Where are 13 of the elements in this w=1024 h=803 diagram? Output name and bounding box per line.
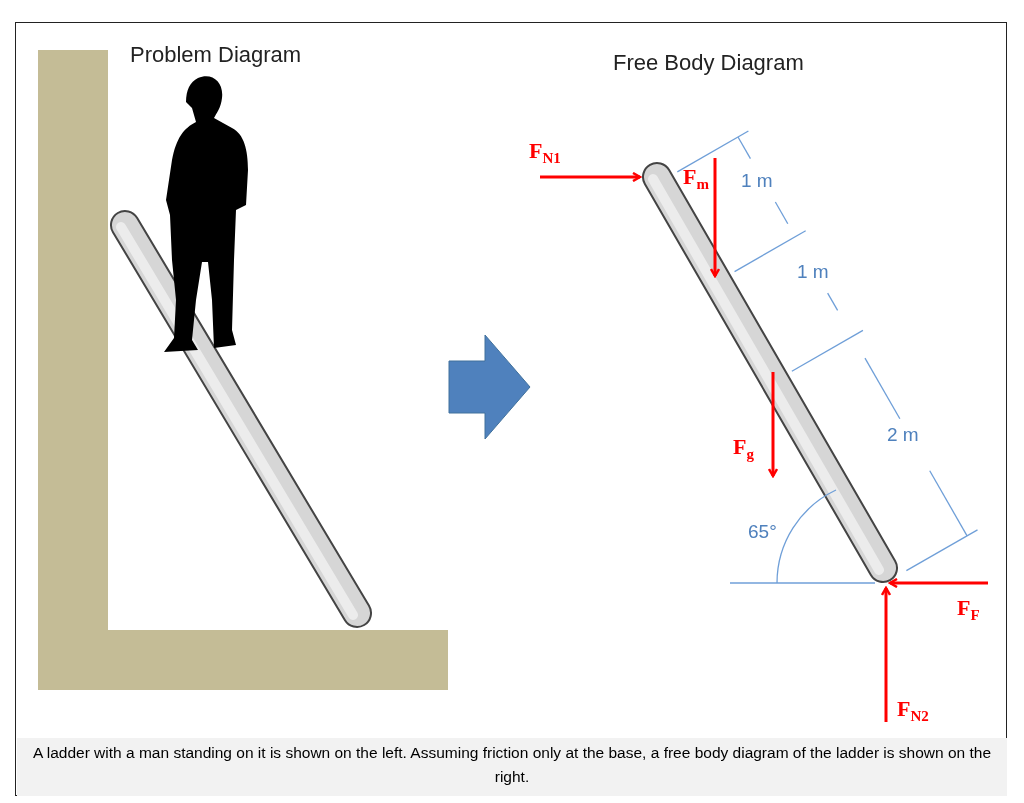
dimension-label: 1 m — [741, 171, 773, 190]
block-arrow — [448, 334, 531, 440]
caption: A ladder with a man standing on it is shown on the left. Assuming friction only at the base, a free body diagram of the ladder is shown on the right. — [17, 738, 1007, 796]
angle-label: 65° — [748, 522, 777, 541]
panel-heading: Free Body Diagram — [613, 50, 804, 76]
force-label: F$_{F}$ — [957, 597, 980, 624]
panel-heading: Problem Diagram — [130, 42, 302, 68]
force-label: F$_{N1}$ — [529, 140, 561, 167]
force-label: F$_{g}$ — [733, 436, 754, 463]
force-label: F$_{N2}$ — [897, 698, 929, 725]
dimension-label: 1 m — [797, 262, 829, 281]
dimension-label: 2 m — [887, 425, 919, 444]
force-label: F$_{m}$ — [683, 166, 709, 193]
